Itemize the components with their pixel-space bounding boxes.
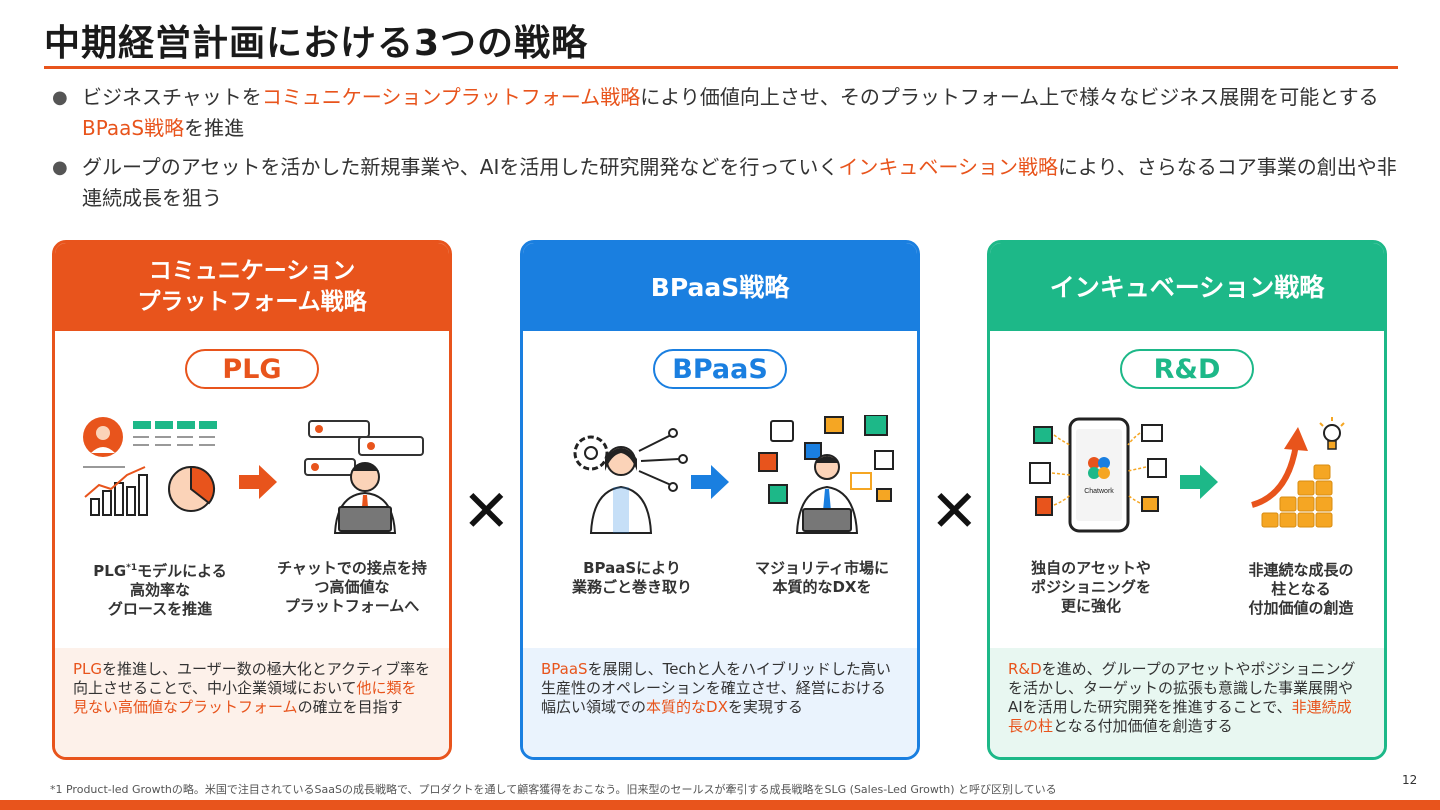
- chat-user-illustration: [304, 420, 424, 534]
- bullet-text: グループのアセットを活かした新規事業や、AIを活用した研究開発などを行っていく: [82, 155, 839, 179]
- desc-text: の確立を目指す: [297, 698, 403, 716]
- growth-steps-illustration: [1251, 417, 1345, 528]
- card-badge: PLG: [185, 349, 319, 389]
- bottom-accent-bar: [0, 800, 1440, 810]
- desc-text: を実現する: [727, 698, 803, 716]
- footnote: *1 Product-led Growthの略。米国で注目されているSaaSの成…: [50, 783, 1057, 796]
- desc-highlight: BPaaS: [541, 660, 588, 678]
- card-badge: R&D: [1120, 349, 1254, 389]
- strategy-card-communication-platform: コミュニケーション プラットフォーム戦略 PLG PLG*1モデルによる 高効率…: [52, 240, 452, 760]
- desc-text: となる付加価値を創造する: [1053, 717, 1233, 735]
- strategy-card-bpaas: BPaaS戦略 BPaaS BPaaSにより 業務ごと巻き取り マジョリティ市場…: [520, 240, 920, 760]
- desc-highlight: 非連続成長の柱: [1008, 698, 1352, 735]
- arrow-right-icon: [691, 465, 729, 499]
- arrow-right-icon: [239, 465, 277, 499]
- arrow-right-icon: [1180, 465, 1218, 499]
- bullet-dot-icon: ●: [52, 87, 68, 108]
- bullet-highlight: インキュベーション戦略: [838, 155, 1058, 179]
- desc-highlight: 他に類を見ない高価値なプラットフォーム: [73, 679, 417, 716]
- strategy-card-incubation: インキュベーション戦略 R&D Chatwork 独自のアセットや ポジショニン…: [987, 240, 1387, 760]
- desc-text: を展開し、Techと人をハイブリッドした高い生産性のオペレーションを確立させ、経…: [541, 660, 891, 716]
- card-badge: BPaaS: [653, 349, 787, 389]
- card-description: PLGを推進し、ユーザー数の極大化とアクティブ率を向上させることで、中小企業領域…: [55, 648, 449, 757]
- chatwork-logo-text: Chatwork: [1084, 488, 1114, 495]
- card-description: BPaaSを展開し、Techと人をハイブリッドした高い生産性のオペレーションを確…: [523, 648, 917, 757]
- bullet-highlight: コミュニケーションプラットフォーム戦略: [261, 85, 641, 109]
- bullet-dot-icon: ●: [52, 157, 68, 178]
- bullet-text: を推進: [184, 116, 245, 140]
- card-header: コミュニケーション プラットフォーム戦略: [55, 243, 449, 331]
- caption-plg-growth: PLG*1モデルによる 高効率な グロースを推進: [75, 559, 245, 619]
- bullet-platform-bpaas: ● ビジネスチャットをコミュニケーションプラットフォーム戦略により価値向上させ、…: [48, 82, 1398, 144]
- desc-text: を推進し、ユーザー数の極大化とアクティブ率を向上させることで、中小企業領域におい…: [73, 660, 431, 697]
- multiply-icon: ✕: [930, 477, 979, 545]
- caption-text: PLG: [93, 562, 127, 580]
- caption-text: モデルによる 高効率な グロースを推進: [107, 562, 227, 618]
- card-header: BPaaS戦略: [523, 243, 917, 331]
- bullet-text: により、さらなるコア事業の創出や非連続成長を狙う: [82, 155, 1397, 210]
- multiply-icon: ✕: [462, 477, 511, 545]
- caption-value-creation: 非連続な成長の 柱となる 付加価値の創造: [1248, 561, 1354, 617]
- bullet-text: により価値向上させ、そのプラットフォーム上で様々なビジネス展開を可能とする: [640, 85, 1379, 109]
- card-header: インキュベーション戦略: [990, 243, 1384, 331]
- bullet-incubation: ● グループのアセットを活かした新規事業や、AIを活用した研究開発などを行ってい…: [48, 152, 1398, 214]
- growth-dashboard-illustration: [83, 417, 217, 516]
- caption-chat-platform: チャットでの接点を持 つ高価値な プラットフォームへ: [277, 559, 427, 615]
- page-title: 中期経営計画における3つの戦略: [44, 23, 589, 64]
- desc-highlight: R&D: [1008, 660, 1042, 678]
- desc-text: を進め、グループのアセットやポジショニングを活かし、ターゲットの拡張も意識した事…: [1008, 660, 1356, 716]
- caption-strengthen-assets: 独自のアセットや ポジショニングを 更に強化: [1030, 559, 1151, 615]
- dx-worker-illustration: [758, 415, 894, 534]
- caption-bpaas-takeover: BPaaSにより 業務ごと巻き取り: [571, 559, 692, 596]
- desc-highlight: 本質的なDX: [646, 698, 728, 716]
- card-description: R&Dを進め、グループのアセットやポジショニングを活かし、ターゲットの拡張も意識…: [990, 648, 1384, 757]
- bullet-highlight: BPaaS戦略: [82, 116, 185, 140]
- operator-gear-illustration: [573, 428, 688, 534]
- footnote-marker: *1: [126, 563, 138, 573]
- summary-bullets: ● ビジネスチャットをコミュニケーションプラットフォーム戦略により価値向上させ、…: [48, 82, 1398, 222]
- caption-majority-dx: マジョリティ市場に 本質的なDXを: [754, 559, 890, 596]
- page-number: 12: [1402, 773, 1418, 787]
- desc-highlight: PLG: [73, 660, 103, 678]
- title-underline: [44, 66, 1398, 69]
- bullet-text: ビジネスチャットを: [82, 85, 262, 109]
- chatwork-phone-illustration: Chatwork: [1029, 417, 1167, 533]
